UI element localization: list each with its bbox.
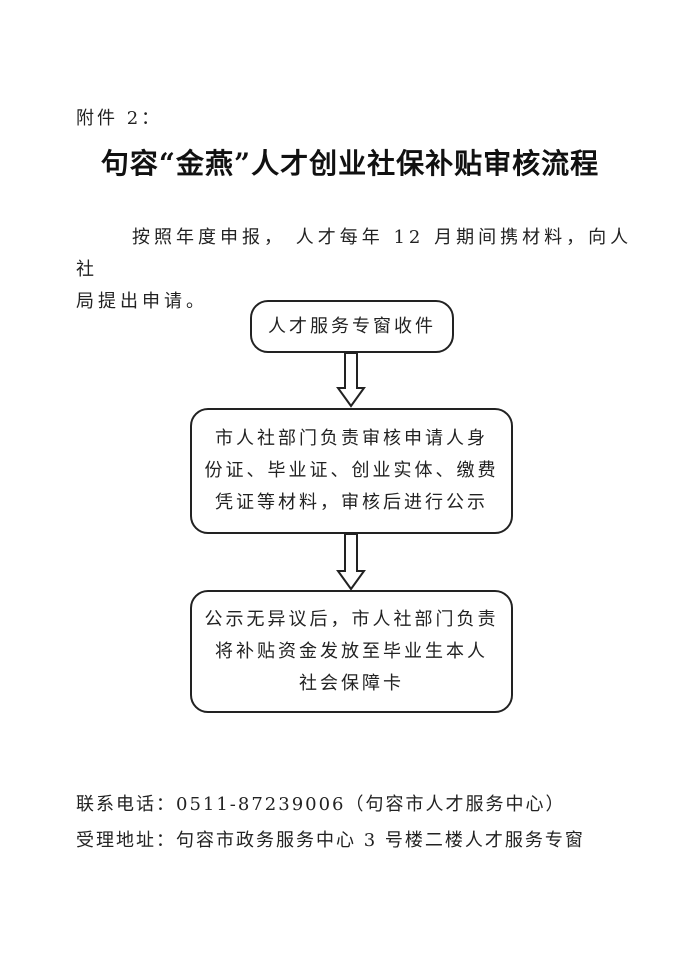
flow-step-3-line: 公示无异议后，市人社部门负责 [204, 608, 499, 630]
intro-paragraph: 按照年度申报， 人才每年 12 月期间携材料，向人社 局提出申请。 [76, 222, 636, 318]
flow-step-1: 人才服务专窗收件 [250, 300, 454, 353]
flow-step-2-line: 份证、毕业证、创业实体、缴费 [204, 460, 499, 481]
flow-step-1-text: 人才服务专窗收件 [268, 315, 436, 337]
flow-step-3: 公示无异议后，市人社部门负责 将补贴资金发放至毕业生本人 社会保障卡 [190, 590, 513, 713]
contact-address: 受理地址：句容市政务服务中心 3 号楼二楼人才服务专窗 [76, 830, 585, 851]
flow-arrow-2 [336, 533, 366, 591]
intro-line-2: 局提出申请。 [76, 291, 208, 312]
flow-step-3-line: 将补贴资金发放至毕业生本人 [215, 640, 488, 662]
flow-step-3-line: 社会保障卡 [299, 672, 404, 694]
flow-arrow-1 [336, 352, 366, 408]
flow-step-2: 市人社部门负责审核申请人身 份证、毕业证、创业实体、缴费 凭证等材料，审核后进行… [190, 408, 513, 534]
intro-line-1: 按照年度申报， 人才每年 12 月期间携材料，向人社 [76, 227, 633, 280]
contact-phone: 联系电话：0511-87239006（句容市人才服务中心） [76, 794, 566, 815]
flow-step-2-line: 凭证等材料，审核后进行公示 [215, 492, 488, 513]
page-title: 句容“金燕”人才创业社保补贴审核流程 [100, 147, 600, 180]
attachment-label: 附件 2： [76, 108, 163, 129]
flow-step-2-line: 市人社部门负责审核申请人身 [215, 428, 488, 449]
